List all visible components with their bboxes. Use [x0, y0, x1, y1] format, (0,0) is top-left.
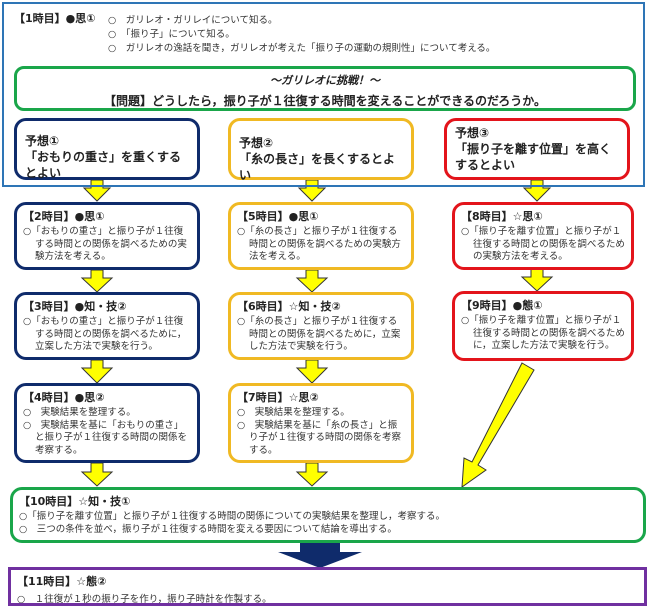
lesson-item: ○ 実験結果を整理する。	[23, 407, 136, 418]
lesson-4: 【4時目】●思② ○ 実験結果を整理する。 ○ 実験結果を基に「おもりの重さ」と…	[14, 383, 200, 463]
lesson-title: 【8時目】☆思①	[461, 210, 543, 223]
arrow-down-icon	[297, 179, 327, 202]
arrow-down-navy-icon	[278, 542, 362, 568]
prediction-2: 予想② 「糸の長さ」を長くするとよい	[228, 118, 414, 182]
arrow-down-icon	[82, 179, 112, 202]
arrow-down-icon	[80, 359, 114, 384]
arrow-down-icon	[295, 359, 329, 384]
lesson1-title: 【1時目】●思①	[14, 12, 96, 25]
lesson-7: 【7時目】☆思② ○ 実験結果を整理する。 ○ 実験結果を基に「糸の長さ」と振り…	[228, 383, 414, 463]
lesson1-item: ○ 「振り子」について知る。	[108, 29, 235, 40]
lesson-item: ○「振り子を離す位置」と振り子が１往復する時間との関係を調べるために，立案した方…	[461, 315, 625, 351]
lesson-9: 【9時目】●態① ○「振り子を離す位置」と振り子が１往復する時間との関係を調べる…	[452, 291, 634, 361]
lesson-title: 【6時目】☆知・技②	[237, 300, 341, 313]
lesson-10: 【10時目】☆知・技① ○「振り子を離す位置」と振り子が１往復する時間の関係につ…	[10, 487, 646, 543]
arrow-diagonal-icon	[461, 362, 535, 489]
arrow-down-icon	[80, 269, 114, 293]
arrow-down-icon	[520, 268, 554, 292]
lesson-item: ○ 実験結果を整理する。	[237, 407, 350, 418]
problem-subtitle: ～ガリレオに挑戦！～	[270, 74, 380, 87]
lesson-item: ○ 三つの条件を並べ，振り子が１往復する時間を変える要因について結論を導出する。	[19, 523, 397, 535]
lesson-item: ○「おもりの重さ」と振り子が１往復する時間との関係を調べるために，立案した方法で…	[23, 316, 187, 352]
intro-frame	[2, 2, 645, 187]
arrow-down-icon	[295, 462, 329, 487]
problem-box: ～ガリレオに挑戦！～ 【問題】どうしたら，振り子が１往復する時間を変えることがで…	[14, 66, 636, 111]
lesson-item: ○「振り子を離す位置」と振り子が１往復する時間との関係を調べるための実験方法を考…	[461, 226, 625, 262]
prediction-1: 予想① 「おもりの重さ」を重くするとよい	[14, 118, 200, 180]
arrow-down-icon	[522, 179, 552, 202]
arrow-down-icon	[80, 462, 114, 487]
problem-question: 【問題】どうしたら，振り子が１往復する時間を変えることができるのだろうか。	[103, 94, 547, 108]
lesson1-items: ○ ガリレオ・ガリレイについて知る。 ○ 「振り子」について知る。 ○ ガリレオ…	[108, 14, 495, 56]
lesson-item: ○「振り子を離す位置」と振り子が１往復する時間の関係についての実験結果を整理し，…	[19, 511, 446, 522]
lesson-title: 【4時目】●思②	[23, 391, 105, 404]
lesson-title: 【5時目】●思①	[237, 210, 319, 223]
lesson-title: 【3時目】●知・技②	[23, 300, 127, 313]
lesson-item: ○ 実験結果を基に「おもりの重さ」と振り子が１往復する時間の関係を考察する。	[23, 419, 188, 456]
prediction-text: 「振り子を離す位置」を高くするとよい	[455, 142, 612, 172]
lesson-item: ○「おもりの重さ」と振り子が１往復する時間との関係を調べるための実験方法を考える…	[23, 226, 187, 262]
lesson-2: 【2時目】●思① ○「おもりの重さ」と振り子が１往復する時間との関係を調べるため…	[14, 202, 200, 270]
lesson-item: ○ 実験結果を基に「糸の長さ」と振り子が１往復する時間の関係を考察する。	[237, 419, 402, 456]
prediction-label: 予想③	[455, 126, 490, 140]
arrow-down-icon	[295, 269, 329, 293]
lesson-item: ○「糸の長さ」と振り子が１往復する時間との関係を調べるための実験方法を考える。	[237, 226, 401, 262]
prediction-label: 予想①	[25, 134, 60, 148]
lesson1-item: ○ ガリレオの逸話を聞き，ガリレオが考えた「振り子の運動の規則性」について考える…	[108, 43, 496, 54]
lesson-title: 【7時目】☆思②	[237, 391, 319, 404]
lesson-title: 【11時目】☆態②	[17, 575, 107, 588]
lesson-3: 【3時目】●知・技② ○「おもりの重さ」と振り子が１往復する時間との関係を調べる…	[14, 292, 200, 360]
lesson-item: ○「糸の長さ」と振り子が１往復する時間との関係を調べるために，立案した方法で実験…	[237, 316, 401, 352]
lesson-title: 【2時目】●思①	[23, 210, 105, 223]
lesson-title: 【10時目】☆知・技①	[19, 495, 131, 508]
prediction-text: 「糸の長さ」を長くするとよい	[239, 152, 396, 182]
lesson-6: 【6時目】☆知・技② ○「糸の長さ」と振り子が１往復する時間との関係を調べるため…	[228, 292, 414, 360]
lesson-item: ○ １往復が１秒の振り子を作り，振り子時計を作製する。	[17, 594, 272, 605]
lesson-5: 【5時目】●思① ○「糸の長さ」と振り子が１往復する時間との関係を調べるための実…	[228, 202, 414, 270]
lesson-11: 【11時目】☆態② ○ １往復が１秒の振り子を作り，振り子時計を作製する。	[8, 567, 647, 606]
lesson-8: 【8時目】☆思① ○「振り子を離す位置」と振り子が１往復する時間との関係を調べる…	[452, 202, 634, 270]
lesson-title: 【9時目】●態①	[461, 299, 543, 312]
lesson1-item: ○ ガリレオ・ガリレイについて知る。	[108, 15, 278, 26]
prediction-label: 予想②	[239, 136, 274, 150]
prediction-3: 予想③ 「振り子を離す位置」を高くするとよい	[444, 118, 630, 180]
prediction-text: 「おもりの重さ」を重くするとよい	[25, 150, 182, 180]
